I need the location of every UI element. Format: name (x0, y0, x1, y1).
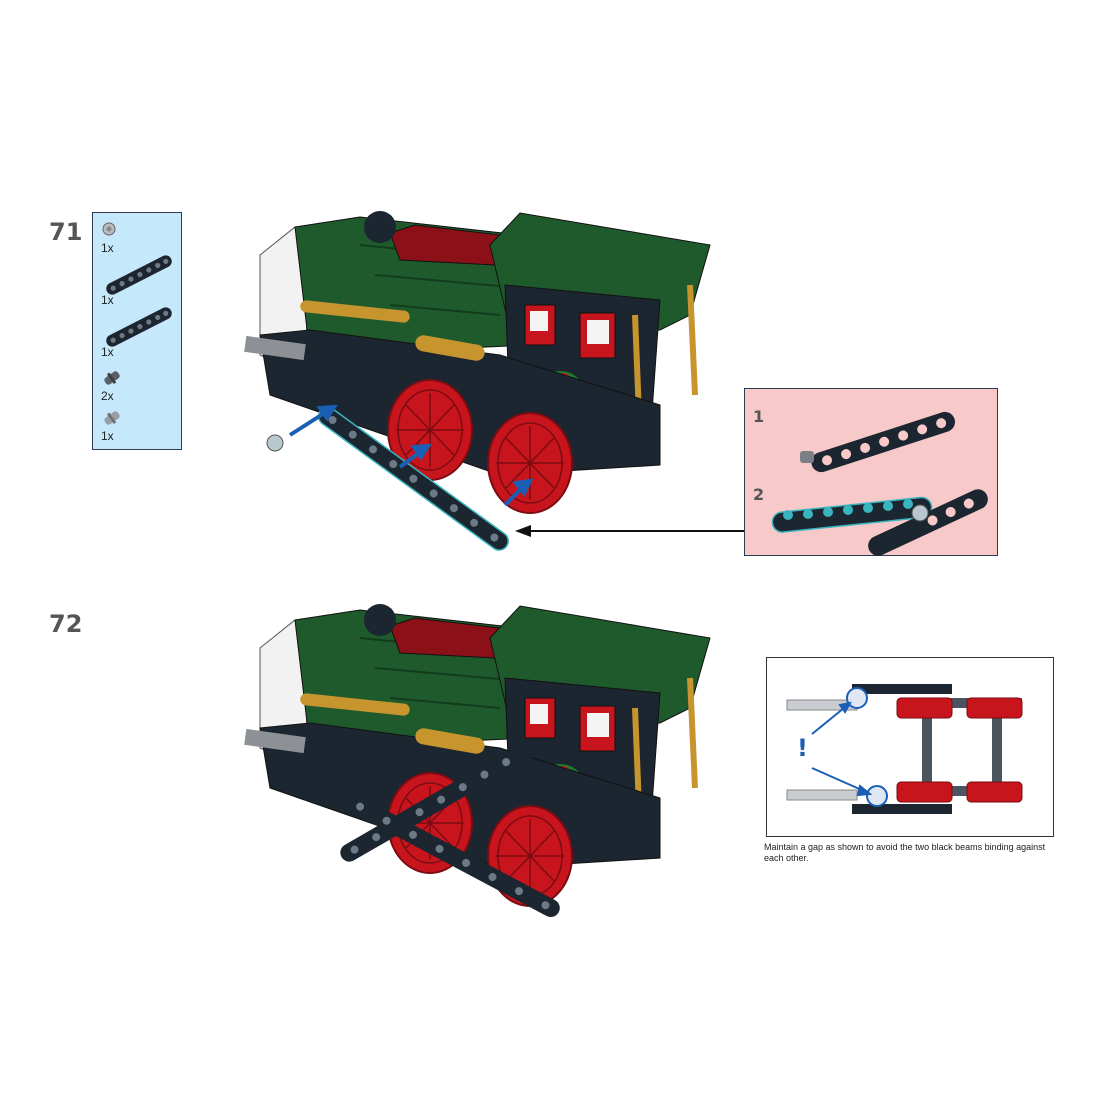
part-qty: 1x (101, 241, 114, 255)
parts-list-box: 1x 1x 1x 2x 1x (92, 212, 182, 450)
callout-pointer-arrow (515, 525, 747, 537)
part-qty: 1x (101, 345, 114, 359)
attention-mark: ! (797, 734, 808, 762)
part-qty: 2x (101, 389, 114, 403)
light-gray-axle-pin-icon (102, 222, 116, 236)
black-technic-beam-7-icon (106, 307, 172, 347)
gap-note-text: Maintain a gap as shown to avoid the two… (764, 842, 1046, 863)
substep-number-1: 1 (753, 407, 765, 426)
substep-number-2: 2 (753, 485, 765, 504)
sub-assembly-callout: 1 2 (744, 388, 998, 556)
black-technic-beam-7-icon (106, 255, 172, 295)
part-qty: 1x (101, 293, 114, 307)
dark-gray-pin-icon (104, 371, 120, 385)
step-number-71: 71 (49, 218, 83, 246)
step-number-72: 72 (49, 610, 83, 638)
black-technic-beam-substep-1 (800, 411, 955, 473)
train-assembly-step-72 (244, 604, 711, 918)
gap-detail-diagram (786, 684, 1023, 814)
part-qty: 1x (101, 429, 114, 443)
gray-connector-pin-icon (104, 411, 120, 425)
red-wheel-front (387, 379, 473, 481)
black-technic-beams-substep-2 (771, 489, 988, 556)
train-assembly-step-71 (244, 211, 711, 551)
gap-note-callout: ! (766, 657, 1054, 837)
red-wheel-rear (487, 412, 573, 514)
